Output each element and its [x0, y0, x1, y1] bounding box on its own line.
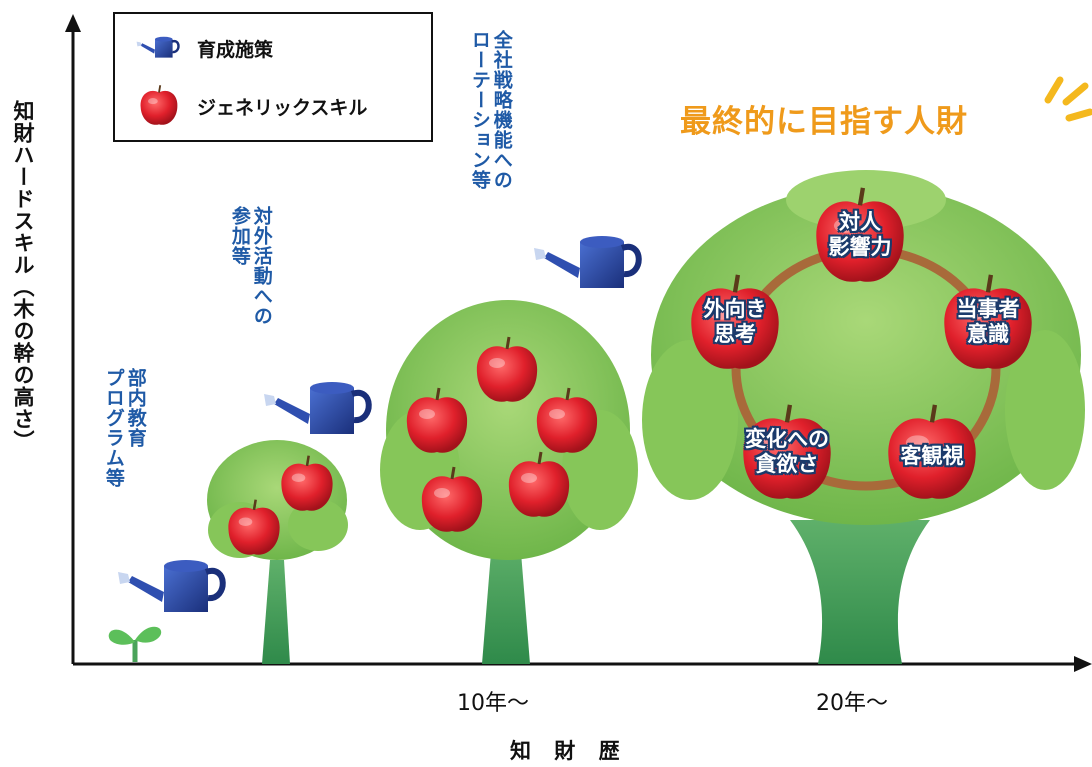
apple-icon — [139, 84, 179, 126]
watering-can-icon — [135, 35, 180, 59]
skill-label: 客観視 — [900, 444, 964, 468]
legend-item-measures: 育成施策 — [135, 28, 273, 68]
sprout-icon — [108, 626, 162, 662]
legend-label: ジェネリックスキル — [197, 96, 368, 119]
y-axis — [65, 14, 81, 664]
watering-can-icon — [264, 382, 369, 434]
legend-item-skill: ジェネリックスキル — [135, 84, 367, 128]
goal-burst-icon — [1044, 76, 1092, 122]
measure-label: 対外活動への 参加等 — [228, 206, 273, 326]
x-axis — [73, 656, 1092, 672]
skill-label: 対人 影響力 — [828, 210, 892, 260]
skill-label: 外向き 思考 — [703, 297, 767, 347]
skill-label: 変化への 貪欲さ — [745, 427, 829, 477]
skill-label: 当事者 意識 — [956, 297, 1020, 347]
watering-can-icon — [534, 236, 639, 288]
x-axis-label: 知 財 歴 — [510, 739, 628, 763]
watering-can-icon — [118, 560, 223, 612]
x-tick-label: 10年～ — [457, 691, 529, 716]
legend-label: 育成施策 — [197, 38, 274, 61]
measure-label: 全社戦略機能への ローテーション等 — [468, 30, 513, 190]
x-tick-label: 20年～ — [816, 691, 888, 716]
small-tree — [207, 440, 348, 664]
y-axis-label: 知財ハードスキル（木の幹の高さ） — [11, 100, 35, 452]
measure-label: 部内教育 プログラム等 — [102, 368, 147, 488]
goal-title: 最終的に目指す人財 — [680, 104, 968, 140]
legend: 育成施策 ジェネリックスキル — [113, 12, 433, 142]
medium-tree — [380, 300, 638, 664]
large-tree — [642, 170, 1085, 664]
